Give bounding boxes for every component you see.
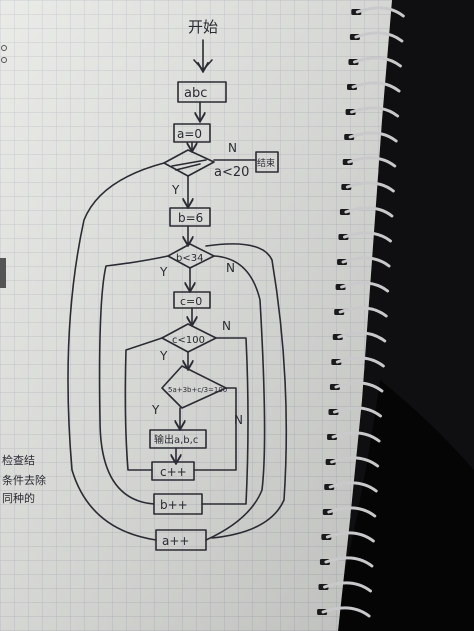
cond-b-no: N	[226, 261, 235, 275]
binding-ring	[328, 481, 378, 493]
binding-ring	[327, 506, 377, 518]
binding-ring	[324, 556, 374, 568]
binding-ring	[347, 156, 397, 168]
cond-a-no: N	[228, 141, 237, 155]
binding-ring	[330, 456, 380, 468]
binding-ring	[332, 406, 382, 418]
binding-ring	[335, 356, 385, 368]
start-label: 开始	[188, 18, 218, 36]
cond-sum-label: 5a+3b+c/3=100	[168, 386, 227, 394]
inc-c-box	[151, 461, 195, 481]
margin-note-line-3: 同种的	[2, 491, 35, 505]
binding-ring	[345, 181, 395, 193]
left-page-edge	[0, 258, 6, 288]
inc-b-label: b++	[160, 498, 188, 512]
binding-ring	[340, 281, 390, 293]
spiral-binding	[317, 6, 405, 618]
binding-ring	[342, 231, 392, 243]
assign-c-label: c=0	[180, 295, 202, 308]
cond-a-yes: Y	[171, 183, 180, 197]
binding-ring	[354, 31, 404, 43]
output-box	[149, 429, 207, 449]
cond-c-yes: Y	[159, 349, 168, 363]
binding-ring	[325, 531, 375, 543]
init-box	[177, 81, 227, 103]
binding-ring	[350, 106, 400, 118]
binding-ring	[355, 6, 405, 18]
cond-sum-no: N	[234, 413, 243, 427]
cond-sum-yes: Y	[151, 403, 160, 417]
binding-ring	[321, 606, 371, 618]
page-shading	[0, 0, 392, 631]
binding-ring	[344, 206, 394, 218]
cond-c-label: c<100	[172, 335, 205, 346]
binding-ring	[334, 381, 384, 393]
margin-note: 检查结 条件去除 同种的	[2, 453, 46, 505]
binding-ring	[331, 431, 381, 443]
cond-b-yes: Y	[159, 265, 168, 279]
margin-note-line-1: 检查结	[2, 453, 35, 467]
cond-c-no: N	[222, 319, 231, 333]
assign-b-box	[169, 207, 211, 227]
stray-mark	[1, 45, 7, 51]
flowchart: 开始 abc a=0 a<20 N 结束 Y b=6 b<34 Y N c=0	[67, 18, 288, 551]
end-label: 结束	[257, 157, 275, 169]
cond-sum-diamond	[161, 365, 227, 409]
cond-b-label: b<34	[176, 253, 203, 264]
binding-ring	[323, 581, 373, 593]
stray-mark	[1, 57, 7, 63]
binding-ring	[352, 56, 402, 68]
inc-c-label: c++	[160, 465, 187, 479]
inc-a-label: a++	[162, 534, 189, 548]
cond-a-label: a<20	[214, 165, 249, 180]
assign-a-label: a=0	[177, 127, 202, 141]
binding-ring	[338, 306, 388, 318]
init-label: abc	[184, 86, 207, 101]
dark-fabric	[330, 380, 474, 631]
binding-ring	[351, 81, 401, 93]
margin-note-line-2: 条件去除	[2, 473, 46, 487]
output-label: 输出a,b,c	[154, 433, 198, 446]
binding-ring	[341, 256, 391, 268]
binding-ring	[348, 131, 398, 143]
binding-ring	[337, 331, 387, 343]
end-box	[255, 151, 279, 173]
assign-b-label: b=6	[178, 211, 203, 225]
